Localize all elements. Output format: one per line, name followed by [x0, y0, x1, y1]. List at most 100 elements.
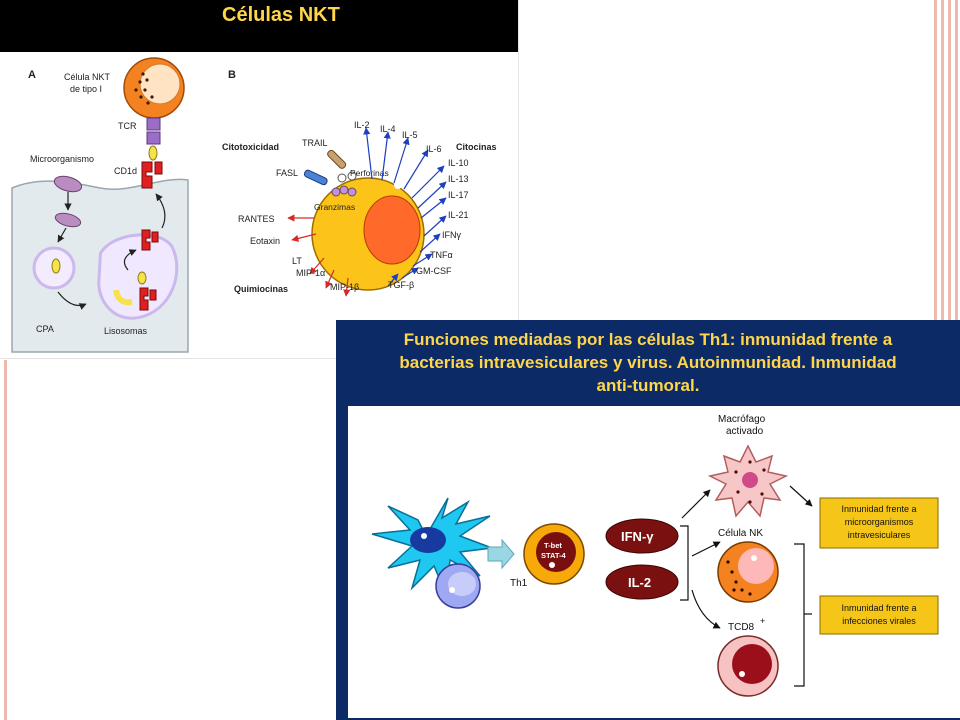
th1-title-line: Funciones mediadas por las células Th1: …	[403, 330, 893, 349]
macrophage-label-line2: activado	[726, 426, 764, 437]
il2-bubble	[605, 564, 679, 600]
fusion-arrow	[57, 291, 87, 310]
panel-a: A Célula NKT de tipo I TCR CD1d Microorg…	[11, 57, 189, 353]
th1-figure: T-bet STAT-4 Th1 IFN-γ IL-2 Macrófago ac…	[348, 406, 960, 718]
cytokine-arrow	[393, 137, 410, 184]
tbet-label: T-bet	[544, 541, 562, 550]
cytokine-label: IL-6	[426, 144, 442, 154]
chemokine-arrow	[309, 257, 325, 275]
th1-title-line: bacterias intravesiculares y virus. Auto…	[399, 353, 897, 372]
box1-line3: intravesiculares	[848, 530, 911, 540]
apc-label: CPA	[36, 324, 54, 334]
cd1d-in-lysosome-2	[139, 287, 157, 311]
chemokines-label: Quimiocinas	[234, 284, 288, 294]
cytotoxicity-label: Citotoxicidad	[222, 142, 279, 152]
cytokine-arrow	[387, 273, 399, 287]
cytokine-label: IL-2	[354, 120, 370, 130]
stat4-label: STAT-4	[541, 551, 567, 560]
cytokine-label: IFNγ	[442, 230, 461, 240]
dendritic-cell-nucleus	[410, 527, 446, 553]
ifn-gamma-label: IFN-γ	[621, 529, 654, 544]
nkt-type-label: de tipo I	[70, 84, 102, 94]
chemokine-arrows	[287, 214, 351, 297]
cytokine-arrow	[412, 253, 433, 267]
trail-receptor	[327, 149, 347, 169]
th1-cell-highlight	[549, 562, 555, 568]
chemokine-arrow	[325, 269, 335, 289]
antigen-loaded	[137, 271, 147, 285]
tcd8-cell-nucleus	[732, 644, 772, 684]
th1-cell-nucleus	[536, 532, 576, 572]
chemokine-label: Eotaxin	[250, 236, 280, 246]
nkt-figure: A Célula NKT de tipo I TCR CD1d Microorg…	[11, 57, 497, 353]
nkt-nucleus	[139, 63, 181, 105]
granule-4	[347, 187, 357, 197]
trail-label: TRAIL	[302, 138, 328, 148]
cytokine-arrow	[411, 165, 445, 199]
macrophage-label-line1: Macrófago	[718, 414, 766, 425]
perforins-label: Perforinas	[350, 168, 389, 178]
cytokine-label: IL-13	[448, 174, 469, 184]
nkt-cell-label: Célula NKT	[64, 72, 111, 82]
activated-macrophage: Macrófago activado	[707, 414, 789, 518]
differentiation-arrow	[487, 538, 515, 570]
endosome-arrow	[57, 227, 67, 243]
th1-label: Th1	[510, 578, 528, 589]
fasl-receptor	[303, 169, 328, 186]
slide-title: Células NKT	[222, 4, 340, 26]
tcd8-cell: TCD8 +	[717, 616, 779, 697]
th1-panel-title: Funciones mediadas por las células Th1: …	[336, 328, 960, 397]
chemokine-arrow	[343, 277, 351, 297]
nk-cell-label: Célula NK	[718, 528, 763, 539]
granule-3	[339, 185, 349, 195]
granzymes-label: Granzimas	[314, 202, 355, 212]
chemokine-label: MIP-1β	[330, 282, 359, 292]
arrow-to-macrophage	[681, 489, 711, 519]
lysosomes-label: Lisosomas	[104, 326, 148, 336]
nucleus-highlight	[394, 181, 402, 189]
nk-cell: Célula NK	[717, 528, 779, 603]
box2-line1: Inmunidad frente a	[841, 603, 916, 613]
dendritic-cell	[371, 497, 493, 609]
viral-immunity-box	[819, 595, 939, 635]
tcd8-label: TCD8	[728, 622, 755, 633]
nkt-cell-b-nucleus	[363, 195, 421, 265]
granule-5	[331, 187, 341, 197]
cytokine-label: IL-17	[448, 190, 469, 200]
chemokine-label: RANTES	[238, 214, 275, 224]
tcr-bottom	[146, 131, 161, 145]
cytokine-label: TGF-β	[388, 280, 414, 290]
ifn-gamma-bubble	[605, 518, 679, 554]
arrow-macrophage-to-box	[789, 485, 813, 507]
tcr-label: TCR	[118, 121, 137, 131]
chemokine-label: LT	[292, 256, 302, 266]
cd1d-in-lysosome-1	[141, 229, 159, 251]
cytokines-label: Citocinas	[456, 142, 497, 152]
cytokine-arrow	[363, 127, 373, 180]
microorganism-label: Microorganismo	[30, 154, 94, 164]
cytokine-label: IL-21	[448, 210, 469, 220]
antigen-in-phagosome	[51, 258, 61, 274]
nk-cell-nucleus	[738, 548, 774, 584]
nkt-slide: Células NKT A Célula NKT de tipo I TCR	[0, 0, 519, 359]
title-bar: Células NKT	[0, 0, 518, 52]
arrow-to-tcd8	[691, 589, 721, 629]
arrow-to-nk	[691, 541, 721, 557]
cytokine-label: IL-5	[402, 130, 418, 140]
chemokine-label: MIP-1α	[296, 268, 325, 278]
cytokine-arrows	[363, 127, 447, 287]
box2-line2: infecciones virales	[842, 616, 916, 626]
th1-cell: T-bet STAT-4 Th1	[510, 523, 585, 589]
cytokine-labels: IL-2 IL-4 IL-5 IL-6 IL-10 IL-13 IL-17 IL…	[354, 120, 469, 290]
cytokine-label: TNFα	[430, 250, 453, 260]
cytokine-label: IL-10	[448, 158, 469, 168]
lipid-antigen	[148, 145, 158, 161]
cytokine-arrow	[401, 267, 419, 279]
cytokine-arrow	[423, 215, 447, 237]
il2-label: IL-2	[628, 575, 651, 590]
tcd8-superscript: +	[760, 616, 765, 626]
cytokine-bracket	[680, 525, 689, 601]
cytokine-arrow	[381, 131, 391, 181]
tcr-top	[146, 117, 161, 131]
cytokine-arrow	[419, 233, 441, 253]
